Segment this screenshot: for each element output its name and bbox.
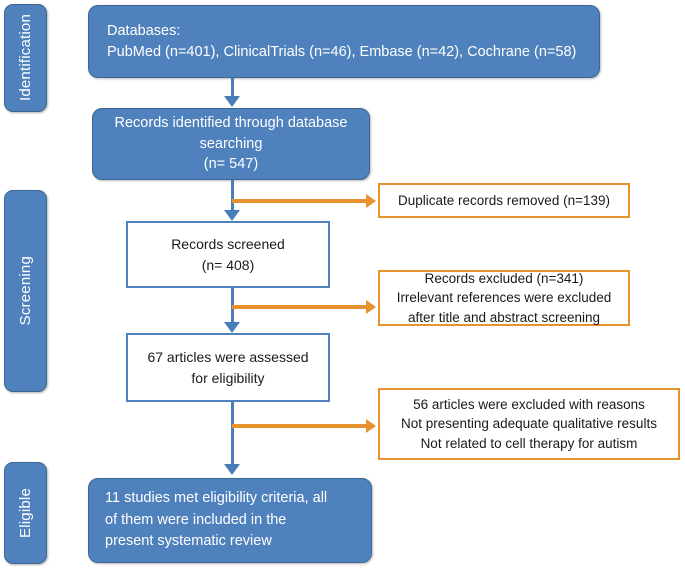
node-records-screened-line-2: (n= 408) <box>201 256 255 273</box>
node-articles-excluded-line-1: 56 articles were excluded with reasons <box>413 396 645 412</box>
arrowhead-to-articles-excluded <box>366 419 376 433</box>
node-records-excluded-line-3: after title and abstract screening <box>407 309 601 325</box>
arrowhead-screened-to-assessed <box>224 322 240 333</box>
stage-tab-identification: Identification <box>4 4 47 112</box>
arrowhead-to-records-excluded <box>366 300 376 314</box>
node-databases: Databases: PubMed (n=401), ClinicalTrial… <box>88 5 600 78</box>
node-included-studies-line-1: 11 studies met eligibility criteria, all <box>105 489 328 506</box>
node-included-studies-line-3: present systematic review <box>105 533 272 550</box>
connector-assessed-to-included <box>231 402 234 465</box>
node-records-screened-line-1: Records screened <box>171 236 285 253</box>
node-databases-line-1: Databases: <box>107 22 181 39</box>
node-articles-excluded-line-3: Not related to cell therapy for autism <box>420 435 638 451</box>
node-records-identified-line-2: searching <box>199 135 263 152</box>
stage-tab-identification-label: Identification <box>17 14 34 102</box>
node-records-screened: Records screened (n= 408) <box>126 221 330 288</box>
node-duplicates-removed-line-1: Duplicate records removed (n=139) <box>398 192 610 208</box>
node-articles-excluded: 56 articles were excluded with reasons N… <box>378 388 680 460</box>
arrowhead-identified-to-screened <box>224 210 240 221</box>
node-articles-assessed-line-2: for eligibility <box>191 369 265 386</box>
node-articles-assessed-line-1: 67 articles were assessed <box>147 349 309 366</box>
node-records-excluded: Records excluded (n=341) Irrelevant refe… <box>378 270 630 326</box>
connector-identified-to-screened <box>231 180 234 211</box>
node-included-studies-line-2: of them were included in the <box>105 511 287 528</box>
connector-to-articles-excluded <box>232 424 368 428</box>
node-records-excluded-line-1: Records excluded (n=341) <box>424 270 584 286</box>
connector-to-records-excluded <box>232 305 368 309</box>
arrowhead-to-duplicates-removed <box>366 194 376 208</box>
node-records-identified-line-1: Records identified through database <box>114 115 348 132</box>
node-records-identified: Records identified through database sear… <box>92 108 370 180</box>
node-articles-excluded-line-2: Not presenting adequate qualitative resu… <box>401 416 657 432</box>
node-databases-line-2: PubMed (n=401), ClinicalTrials (n=46), E… <box>107 43 577 60</box>
arrowhead-assessed-to-included <box>224 464 240 475</box>
node-duplicates-removed: Duplicate records removed (n=139) <box>378 183 630 218</box>
node-records-excluded-line-2: Irrelevant references were excluded <box>396 290 612 306</box>
stage-tab-eligible-label: Eligible <box>17 488 34 538</box>
stage-tab-screening: Screening <box>4 190 47 392</box>
connector-databases-to-identified <box>231 78 234 97</box>
stage-tab-eligible: Eligible <box>4 462 47 564</box>
node-records-identified-line-3: (n= 547) <box>203 156 259 173</box>
connector-to-duplicates-removed <box>232 199 368 203</box>
arrowhead-databases-to-identified <box>224 96 240 107</box>
node-included-studies: 11 studies met eligibility criteria, all… <box>88 478 372 563</box>
stage-tab-screening-label: Screening <box>17 256 34 326</box>
node-articles-assessed: 67 articles were assessed for eligibilit… <box>126 333 330 402</box>
